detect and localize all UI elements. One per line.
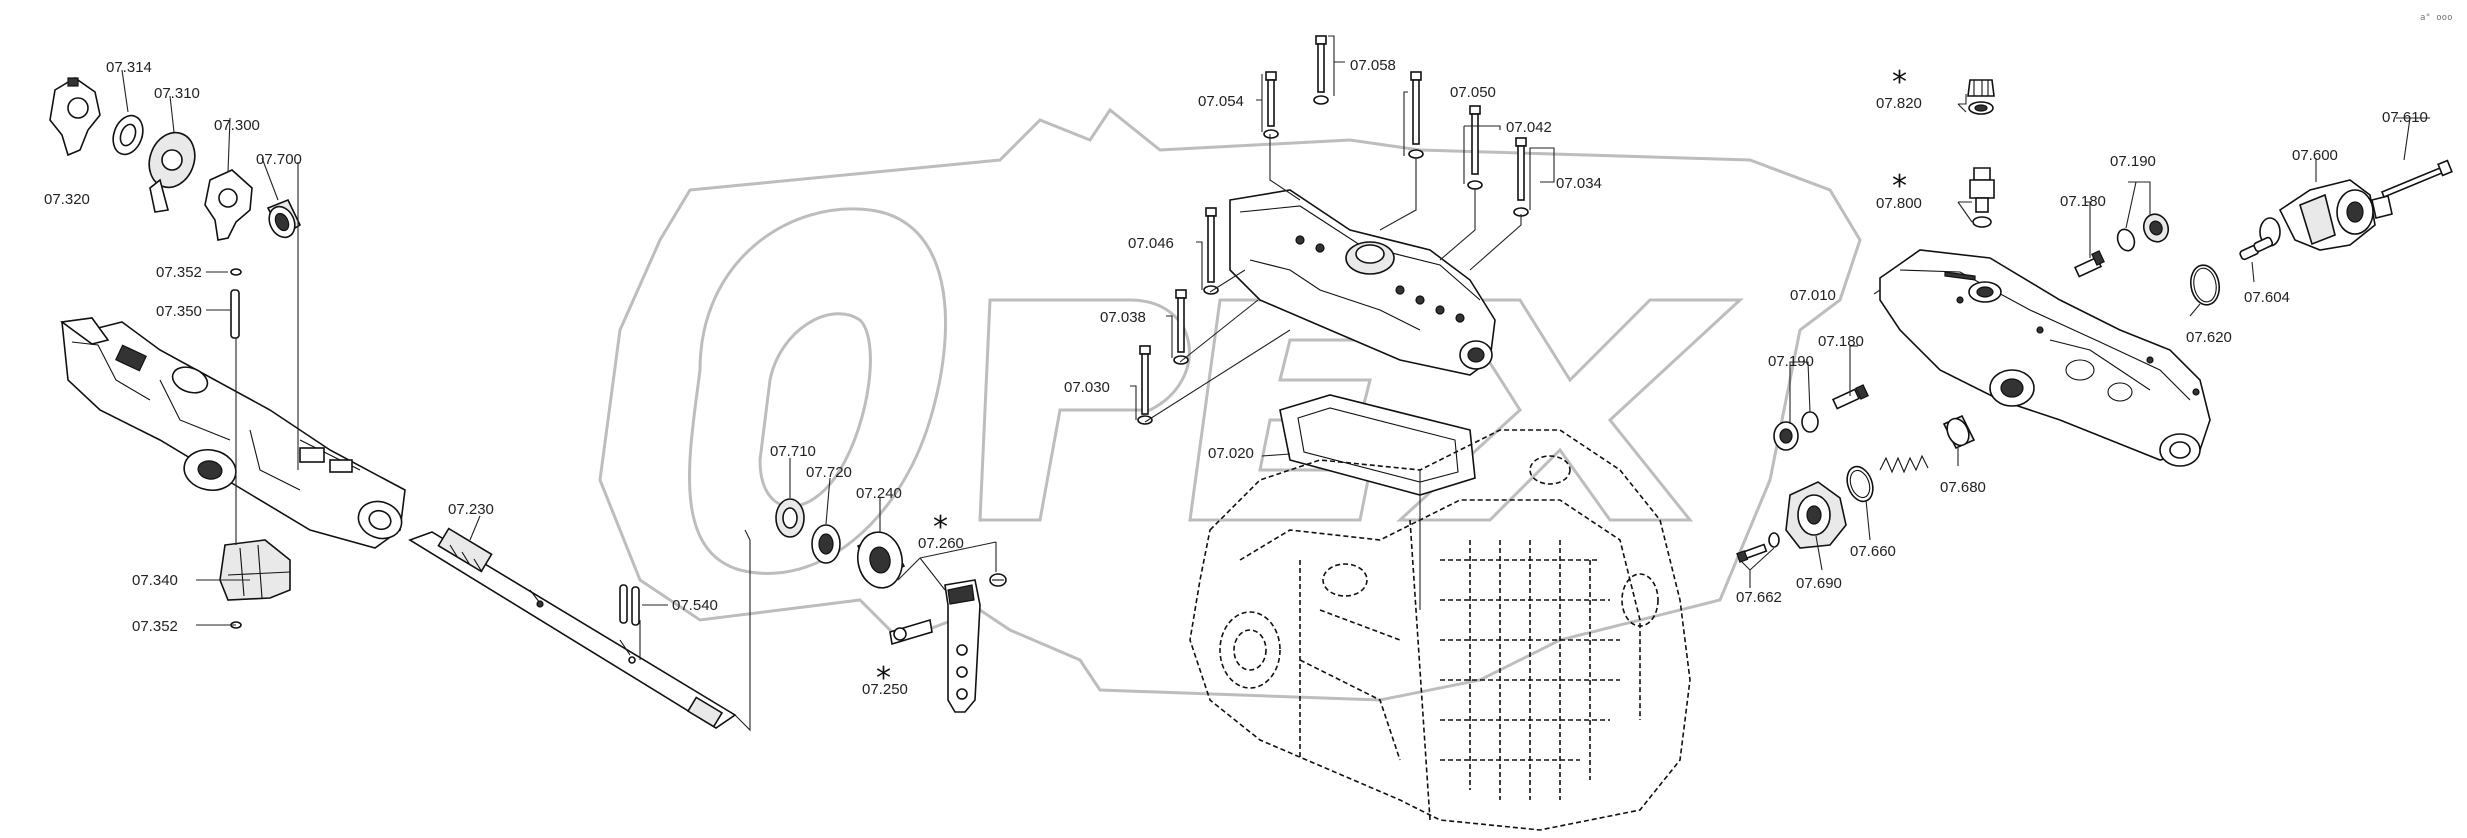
part-07-230 [408,527,737,729]
part-07-600 [2259,179,2393,251]
part-07-260 [889,573,1007,646]
part-07-250 [944,579,981,713]
label-07-250: 07.250 [862,681,908,698]
part-07-058 [1313,35,1329,105]
label-07-340: 07.340 [132,572,178,589]
part-07-340 [219,539,291,601]
label-07-190-lower: 07.190 [1768,353,1814,370]
label-07-710: 07.710 [770,443,816,460]
part-07-190-upper [2116,213,2170,252]
label-07-350: 07.350 [156,303,202,320]
part-07-820 [1967,79,1995,115]
label-07-190-upper: 07.190 [2110,153,2156,170]
main-housing [1189,394,1691,831]
label-07-240: 07.240 [856,485,902,502]
label-07-720: 07.720 [806,464,852,481]
part-07-700 [266,198,302,239]
part-07-350 [230,289,240,339]
label-07-600: 07.600 [2292,147,2338,164]
part-07-054 [1263,71,1279,139]
part-07-020 [1279,394,1476,496]
label-07-662: 07.662 [1736,589,1782,606]
label-07-300: 07.300 [214,117,260,134]
part-07-540 [619,584,640,664]
label-07-058: 07.058 [1350,57,1396,74]
part-07-662 [1736,532,1780,563]
label-07-700: 07.700 [256,151,302,168]
label-07-680: 07.680 [1940,479,1986,496]
label-07-540: 07.540 [672,597,718,614]
part-07-180-lower [1831,384,1869,410]
label-07-820: 07.820 [1876,95,1922,112]
part-07-010 [1879,249,2211,467]
part-07-034 [1513,137,1529,217]
label-07-352-bottom: 07.352 [132,618,178,635]
label-07-260: 07.260 [918,535,964,552]
middle-group [775,458,1007,713]
part-07-352-top [230,268,242,276]
part-07-710 [775,498,805,538]
part-07-800 [1969,167,1995,228]
part-07-314 [112,114,144,156]
part-07-050 [1408,71,1424,159]
left-group [49,69,406,629]
label-07-046: 07.046 [1128,235,1174,252]
asterisk-07-800: * [1892,169,1907,204]
label-07-660: 07.660 [1850,543,1896,560]
label-07-800: 07.800 [1876,195,1922,212]
asterisk-07-820: * [1892,65,1907,100]
label-07-054: 07.054 [1198,93,1244,110]
label-07-320: 07.320 [44,191,90,208]
part-07-320 [49,77,101,157]
label-07-310: 07.310 [154,85,200,102]
label-07-180-lower: 07.180 [1818,333,1864,350]
part-07-660 [1846,465,1874,503]
part-07-720 [811,524,841,564]
part-07-604 [2239,236,2274,261]
part-07-680 [1879,414,1976,474]
corner-mark: a° ooo [2420,13,2453,23]
label-07-034: 07.034 [1556,175,1602,192]
label-07-352-top: 07.352 [156,264,202,281]
part-07-190-lower [1773,411,1819,451]
label-07-038: 07.038 [1100,309,1146,326]
part-07-300 [204,169,253,241]
label-07-604: 07.604 [2244,289,2290,306]
label-07-042: 07.042 [1506,119,1552,136]
label-07-690: 07.690 [1796,575,1842,592]
part-07-046 [1203,207,1219,295]
label-07-180-upper: 07.180 [2060,193,2106,210]
watermark [598,107,1862,702]
shaft-group [408,515,751,732]
label-07-020: 07.020 [1208,445,1254,462]
part-07-240 [856,531,906,589]
part-07-310 [148,131,196,213]
part-07-038 [1173,289,1189,365]
cover-group [1130,35,1555,425]
part-07-620 [2189,264,2221,306]
part-07-030 [1137,345,1153,425]
label-07-030: 07.030 [1064,379,1110,396]
right-group [1736,79,2453,588]
part-07-690 [1785,481,1847,549]
part-07-610 [2380,159,2453,199]
left-housing [59,317,406,549]
label-07-010: 07.010 [1790,287,1836,304]
part-07-042 [1467,105,1483,190]
label-07-620: 07.620 [2186,329,2232,346]
label-07-610: 07.610 [2382,109,2428,126]
asterisk-07-260: * [933,510,948,545]
top-cover [1229,189,1496,376]
part-07-180-upper [2073,250,2105,278]
label-07-314: 07.314 [106,59,152,76]
label-07-230: 07.230 [448,501,494,518]
label-07-050: 07.050 [1450,84,1496,101]
asterisk-07-250: * [876,661,891,696]
